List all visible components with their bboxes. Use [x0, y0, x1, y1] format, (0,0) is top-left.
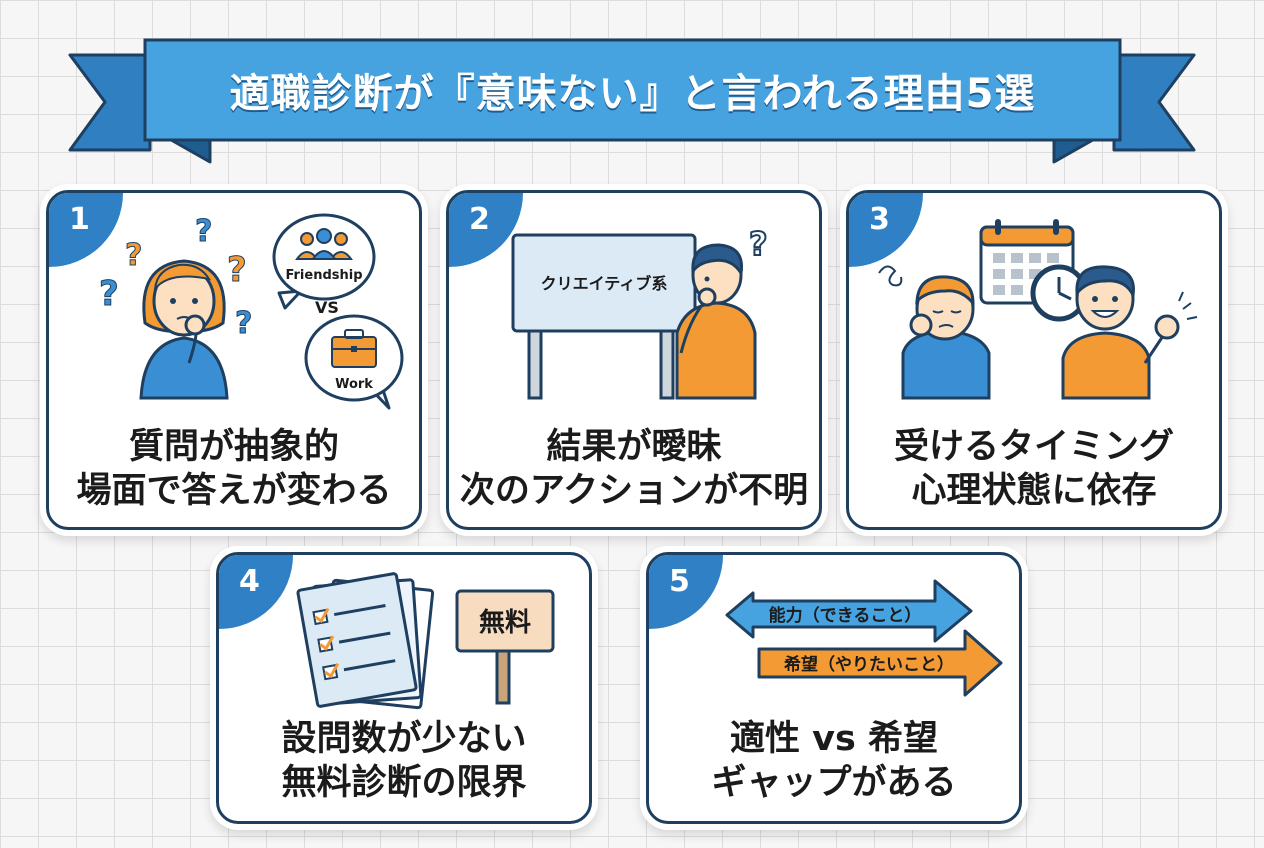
- question-mark-icon: ?: [227, 250, 247, 290]
- reason-card-1: 1 ? ? ? ? ?: [46, 190, 422, 530]
- free-sign: 無料: [455, 589, 555, 705]
- bubble-top-label: Friendship: [285, 268, 362, 283]
- checklist-icon: [296, 572, 435, 710]
- question-mark-icon: ?: [235, 306, 252, 341]
- card-caption: 適性 vs 希望 ギャップがある: [711, 719, 957, 803]
- question-mark-icon: ?: [195, 214, 212, 249]
- sign-label: 無料: [479, 608, 531, 638]
- ability-arrow-label: 能力（できること）: [769, 605, 922, 626]
- ability-arrow: 能力（できること）: [725, 579, 973, 643]
- stress-scribble-icon: [878, 265, 903, 287]
- wish-arrow-label: 希望（やりたいこと）: [784, 654, 954, 675]
- friendship-bubble: Friendship: [272, 213, 376, 310]
- bubble-bottom-label: Work: [335, 377, 373, 392]
- timing-mood-illustration: [878, 219, 1198, 400]
- briefcase-icon: [331, 329, 377, 368]
- card-caption: 結果が曖昧 次のアクションが不明: [459, 427, 809, 511]
- wish-arrow: 希望（やりたいこと）: [757, 629, 1003, 697]
- title-ribbon: [68, 38, 1196, 164]
- abstract-question-illustration: ? ? ? ? ?: [99, 213, 404, 410]
- reason-card-4: 4 無料 設問数が少ない 無料診断の限界: [216, 552, 592, 824]
- question-mark-icon: ?: [749, 225, 768, 263]
- page-title: 適職診断が『意味ない』と言われる理由5選: [229, 71, 1036, 117]
- question-mark-icon: ?: [99, 274, 119, 314]
- few-questions-illustration: 無料: [296, 572, 555, 710]
- vs-label: VS: [315, 298, 339, 317]
- vague-result-illustration: クリエイティブ系 ?: [511, 224, 769, 400]
- confused-woman: [139, 259, 229, 400]
- card-caption: 受けるタイミング 心理状態に依存: [893, 427, 1174, 511]
- question-mark-icon: ?: [125, 238, 142, 273]
- tired-person: [901, 275, 991, 400]
- ability-vs-wish-illustration: 能力（できること） 希望（やりたいこと）: [725, 579, 1003, 697]
- reason-card-2: 2 クリエイティブ系 ? 結果が曖昧 次のアクションが不明: [446, 190, 822, 530]
- reason-card-3: 3: [846, 190, 1222, 530]
- reason-card-5: 5 能力（できること） 希望（やりたいこと） 適性 vs 希望 ギャップがある: [646, 552, 1022, 824]
- card-number-badge: 1: [49, 193, 123, 267]
- people-icon: [295, 228, 353, 260]
- happy-person: [1061, 265, 1198, 400]
- result-board: クリエイティブ系: [511, 233, 697, 400]
- card-caption: 設問数が少ない 無料診断の限界: [281, 719, 527, 803]
- thinking-man: [675, 243, 757, 400]
- board-label: クリエイティブ系: [541, 274, 668, 293]
- work-bubble: Work: [304, 314, 404, 410]
- card-caption: 質問が抽象的 場面で答えが変わる: [76, 427, 392, 511]
